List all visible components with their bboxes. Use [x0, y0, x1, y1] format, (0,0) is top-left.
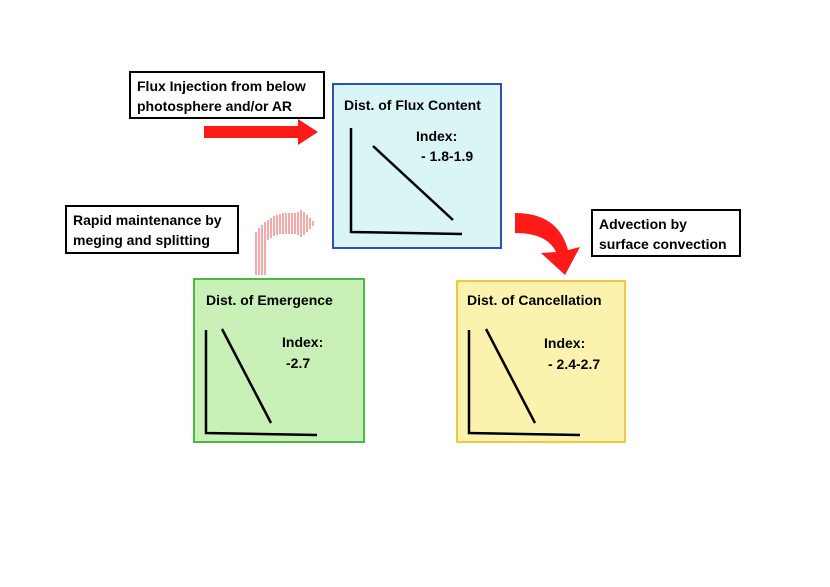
cancellation-title: Dist. of Cancellation	[467, 292, 602, 308]
maintenance-label: Rapid maintenance by meging and splittin…	[65, 205, 239, 254]
maintenance-arrow	[255, 210, 314, 275]
flux-content-title: Dist. of Flux Content	[344, 97, 481, 113]
emergence-axes	[204, 328, 318, 437]
cancellation-axes	[467, 328, 581, 437]
injection-label-line1: Flux Injection from below	[137, 78, 306, 94]
advection-arrow	[515, 213, 580, 275]
flux-content-index-value: - 1.8-1.9	[421, 148, 474, 164]
emergence-title: Dist. of Emergence	[206, 292, 333, 308]
flux-content-index-label: Index:	[416, 128, 458, 144]
cancellation-index-value: - 2.4-2.7	[548, 356, 601, 372]
emergence-panel	[193, 278, 365, 443]
injection-arrow	[204, 119, 318, 145]
maintenance-label-line1: Rapid maintenance by	[73, 212, 222, 228]
injection-label: Flux Injection from below photosphere an…	[129, 71, 325, 119]
cancellation-index-label: Index:	[544, 335, 586, 351]
cancellation-panel	[456, 280, 626, 443]
emergence-index-label: Index:	[282, 334, 324, 350]
flux-content-panel	[332, 83, 502, 249]
advection-label-line1: Advection by	[599, 216, 687, 232]
advection-label: Advection by surface convection	[591, 209, 741, 257]
emergence-index-value: -2.7	[286, 355, 311, 371]
flux-content-axes	[349, 128, 463, 236]
advection-label-line2: surface convection	[599, 236, 727, 252]
injection-label-line2: photosphere and/or AR	[137, 98, 293, 114]
maintenance-label-line2: meging and splitting	[73, 232, 210, 248]
